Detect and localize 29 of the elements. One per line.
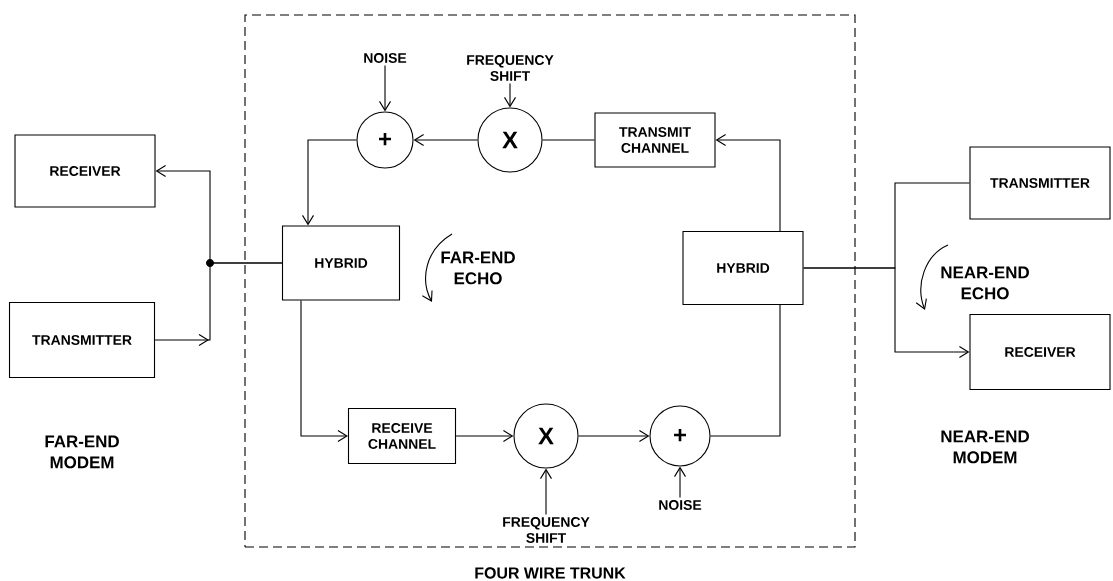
connector-arrow <box>673 466 687 499</box>
transmitter-box: TRANSMITTER <box>969 146 1111 220</box>
connector-arrow <box>300 300 348 443</box>
connector-arrow <box>503 82 517 108</box>
boundary-label: FOUR WIRE TRUNK <box>475 567 626 579</box>
connector-arrow <box>455 429 514 443</box>
receiver-box: RECEIVER <box>969 313 1111 391</box>
connector-arrow <box>155 164 283 264</box>
hybrid-box: HYBRID <box>682 230 804 306</box>
text-label: NEAR-END ECHO <box>941 266 1029 300</box>
connector-arrow <box>413 133 478 147</box>
connector-arrow <box>378 64 392 112</box>
connector-arrow <box>715 133 781 232</box>
channel-box: RECEIVE CHANNEL <box>347 407 457 465</box>
connector-arrow <box>539 468 553 516</box>
input-label: NOISE <box>659 500 702 510</box>
input-label: FREQUENCY SHIFT <box>503 517 590 543</box>
text-label: FAR-END ECHO <box>441 251 515 285</box>
hybrid-box: HYBRID <box>281 225 401 301</box>
connector-arrow <box>578 429 650 443</box>
text-label: NEAR-END MODEM <box>941 430 1029 464</box>
text-label: FAR-END MODEM <box>45 435 119 469</box>
channel-box: TRANSMIT CHANNEL <box>594 112 716 168</box>
input-label: FREQUENCY SHIFT <box>467 55 554 81</box>
connector-arrow <box>301 139 357 226</box>
connector-arrow <box>803 267 970 359</box>
input-label: NOISE <box>364 53 407 63</box>
transmitter-box: TRANSMITTER <box>8 301 156 379</box>
receiver-box: RECEIVER <box>14 134 156 208</box>
